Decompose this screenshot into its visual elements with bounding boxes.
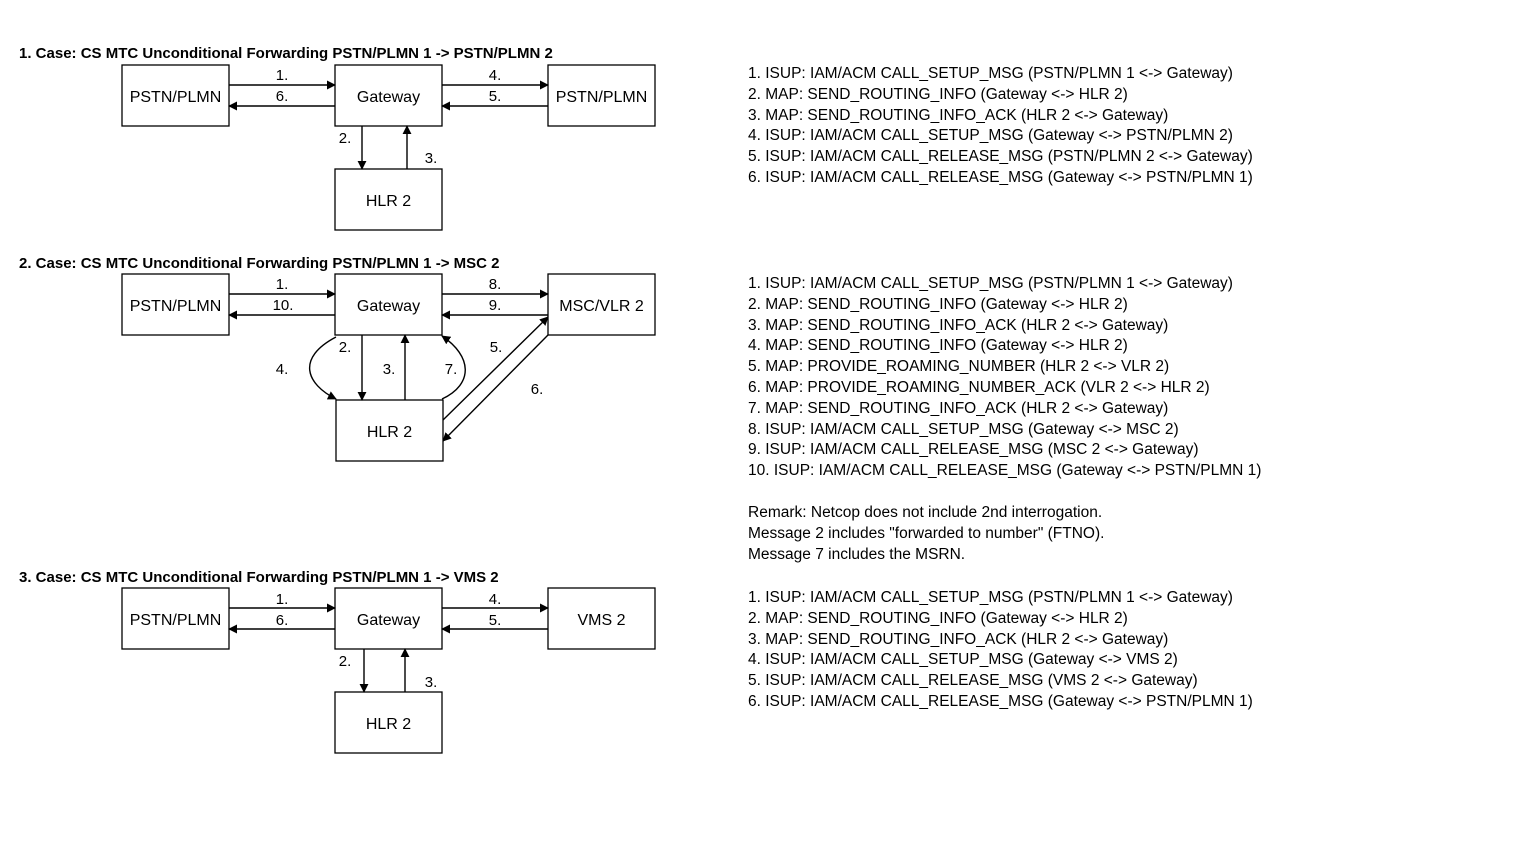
case-2-arrow-7 [441,335,466,400]
case-2-message: 1. ISUP: IAM/ACM CALL_SETUP_MSG (PSTN/PL… [748,275,1233,292]
case-2-arrow-5-label: 5. [490,339,503,356]
case-3-arrow-2-label: 2. [339,653,352,670]
case-2-message: 2. MAP: SEND_ROUTING_INFO (Gateway <-> H… [748,295,1128,313]
case-1-arrow-6-label: 6. [276,88,289,105]
case-1-title: 1. Case: CS MTC Unconditional Forwarding… [19,45,553,62]
case-1-arrow-3-label: 3. [425,150,438,167]
case-3-gateway-box-label: Gateway [357,612,420,629]
case-2-arrow-6 [442,334,549,442]
case-3-left-box-label: PSTN/PLMN [130,612,222,629]
case-1-message: 3. MAP: SEND_ROUTING_INFO_ACK (HLR 2 <->… [748,106,1169,124]
case-1-right-box [547,64,656,127]
case-2-diagram: 2. Case: CS MTC Unconditional Forwarding… [19,255,656,462]
case-2-right-box-label: MSC/VLR 2 [559,298,644,315]
case-2-hlr-box-label: HLR 2 [367,424,412,441]
case-2-arrow-6-label: 6. [531,381,544,398]
case-2-arrow-3-label: 3. [383,361,396,378]
case-2-arrow-1-label: 1. [276,276,289,293]
remark-line: Message 2 includes "forwarded to number"… [748,524,1105,542]
case-1-message: 6. ISUP: IAM/ACM CALL_RELEASE_MSG (Gatew… [748,168,1253,186]
case-2-arrow-4 [308,336,337,400]
case-1-message-list: 1. ISUP: IAM/ACM CALL_SETUP_MSG (PSTN/PL… [748,64,1253,189]
remark-line: Message 7 includes the MSRN. [748,545,966,563]
case-1-message: 2. MAP: SEND_ROUTING_INFO (Gateway <-> H… [748,85,1128,103]
case-1-message: 4. ISUP: IAM/ACM CALL_SETUP_MSG (Gateway… [748,127,1233,145]
case-2-arrow-8-label: 8. [489,276,502,293]
case-3-title: 3. Case: CS MTC Unconditional Forwarding… [19,569,499,586]
case-3-arrow-5-label: 5. [489,612,502,629]
case-2-hlr-box [335,399,444,462]
case-1-message: 5. ISUP: IAM/ACM CALL_RELEASE_MSG (PSTN/… [748,148,1253,166]
case-1-arrow-1-label: 1. [276,67,289,84]
case-3-gateway-box [334,587,443,650]
remark-line: Remark: Netcop does not include 2nd inte… [748,504,1103,521]
case-2-remarks: Remark: Netcop does not include 2nd inte… [748,503,1104,565]
case-3-message-list: 1. ISUP: IAM/ACM CALL_SETUP_MSG (PSTN/PL… [748,588,1253,713]
case-2-message: 10. ISUP: IAM/ACM CALL_RELEASE_MSG (Gate… [748,462,1262,480]
case-3-right-box-label: VMS 2 [577,612,625,629]
case-2-arrow-5 [442,316,549,421]
case-3-message: 4. ISUP: IAM/ACM CALL_SETUP_MSG (Gateway… [748,651,1178,669]
case-2-arrow-7-label: 7. [445,361,458,378]
case-3-diagram: 3. Case: CS MTC Unconditional Forwarding… [19,569,656,754]
case-2-arrow-2-label: 2. [339,339,352,356]
case-1-right-box-label: PSTN/PLMN [556,89,648,106]
case-2-title: 2. Case: CS MTC Unconditional Forwarding… [19,255,499,272]
case-2-arrow-9-label: 9. [489,297,502,314]
case-2-message: 4. MAP: SEND_ROUTING_INFO (Gateway <-> H… [748,337,1128,355]
case-2-right-box [547,273,656,336]
case-2-message: 5. MAP: PROVIDE_ROAMING_NUMBER (HLR 2 <-… [748,358,1170,376]
case-3-message: 3. MAP: SEND_ROUTING_INFO_ACK (HLR 2 <->… [748,630,1169,648]
case-2-arrow-10-label: 10. [273,297,294,314]
case-3-arrow-4-label: 4. [489,591,502,608]
case-3-message: 1. ISUP: IAM/ACM CALL_SETUP_MSG (PSTN/PL… [748,589,1233,606]
case-3-message: 5. ISUP: IAM/ACM CALL_RELEASE_MSG (VMS 2… [748,672,1198,690]
case-2-message: 9. ISUP: IAM/ACM CALL_RELEASE_MSG (MSC 2… [748,441,1199,459]
case-2-message-list: 1. ISUP: IAM/ACM CALL_SETUP_MSG (PSTN/PL… [748,274,1261,482]
case-1-gateway-box [334,64,443,127]
case-2-message: 8. ISUP: IAM/ACM CALL_SETUP_MSG (Gateway… [748,420,1179,438]
case-2-gateway-box-label: Gateway [357,298,420,315]
case-3-message: 6. ISUP: IAM/ACM CALL_RELEASE_MSG (Gatew… [748,692,1253,710]
case-1-arrow-5-label: 5. [489,88,502,105]
case-1-message: 1. ISUP: IAM/ACM CALL_SETUP_MSG (PSTN/PL… [748,65,1233,82]
case-3-arrow-6-label: 6. [276,612,289,629]
case-1-arrow-2-label: 2. [339,130,352,147]
case-2-message: 6. MAP: PROVIDE_ROAMING_NUMBER_ACK (VLR … [748,378,1210,396]
case-1-left-box-label: PSTN/PLMN [130,89,222,106]
case-2-arrow-4-label: 4. [276,361,289,378]
case-1-hlr-box-label: HLR 2 [366,193,411,210]
case-3-hlr-box-label: HLR 2 [366,716,411,733]
case-3-right-box [547,587,656,650]
case-2-message: 3. MAP: SEND_ROUTING_INFO_ACK (HLR 2 <->… [748,316,1169,334]
case-3-left-box [121,587,230,650]
case-3-arrow-3-label: 3. [425,674,438,691]
case-3-arrow-1-label: 1. [276,591,289,608]
case-2-message: 7. MAP: SEND_ROUTING_INFO_ACK (HLR 2 <->… [748,399,1169,417]
case-3-message: 2. MAP: SEND_ROUTING_INFO (Gateway <-> H… [748,609,1128,627]
case-1-left-box [121,64,230,127]
case-1-gateway-box-label: Gateway [357,89,420,106]
case-1-diagram: 1. Case: CS MTC Unconditional Forwarding… [19,45,656,231]
case-2-gateway-box [334,273,443,336]
case-1-arrow-4-label: 4. [489,67,502,84]
case-2-left-box-label: PSTN/PLMN [130,298,222,315]
case-2-left-box [121,273,230,336]
case-1-hlr-box [334,168,443,231]
case-3-hlr-box [334,691,443,754]
